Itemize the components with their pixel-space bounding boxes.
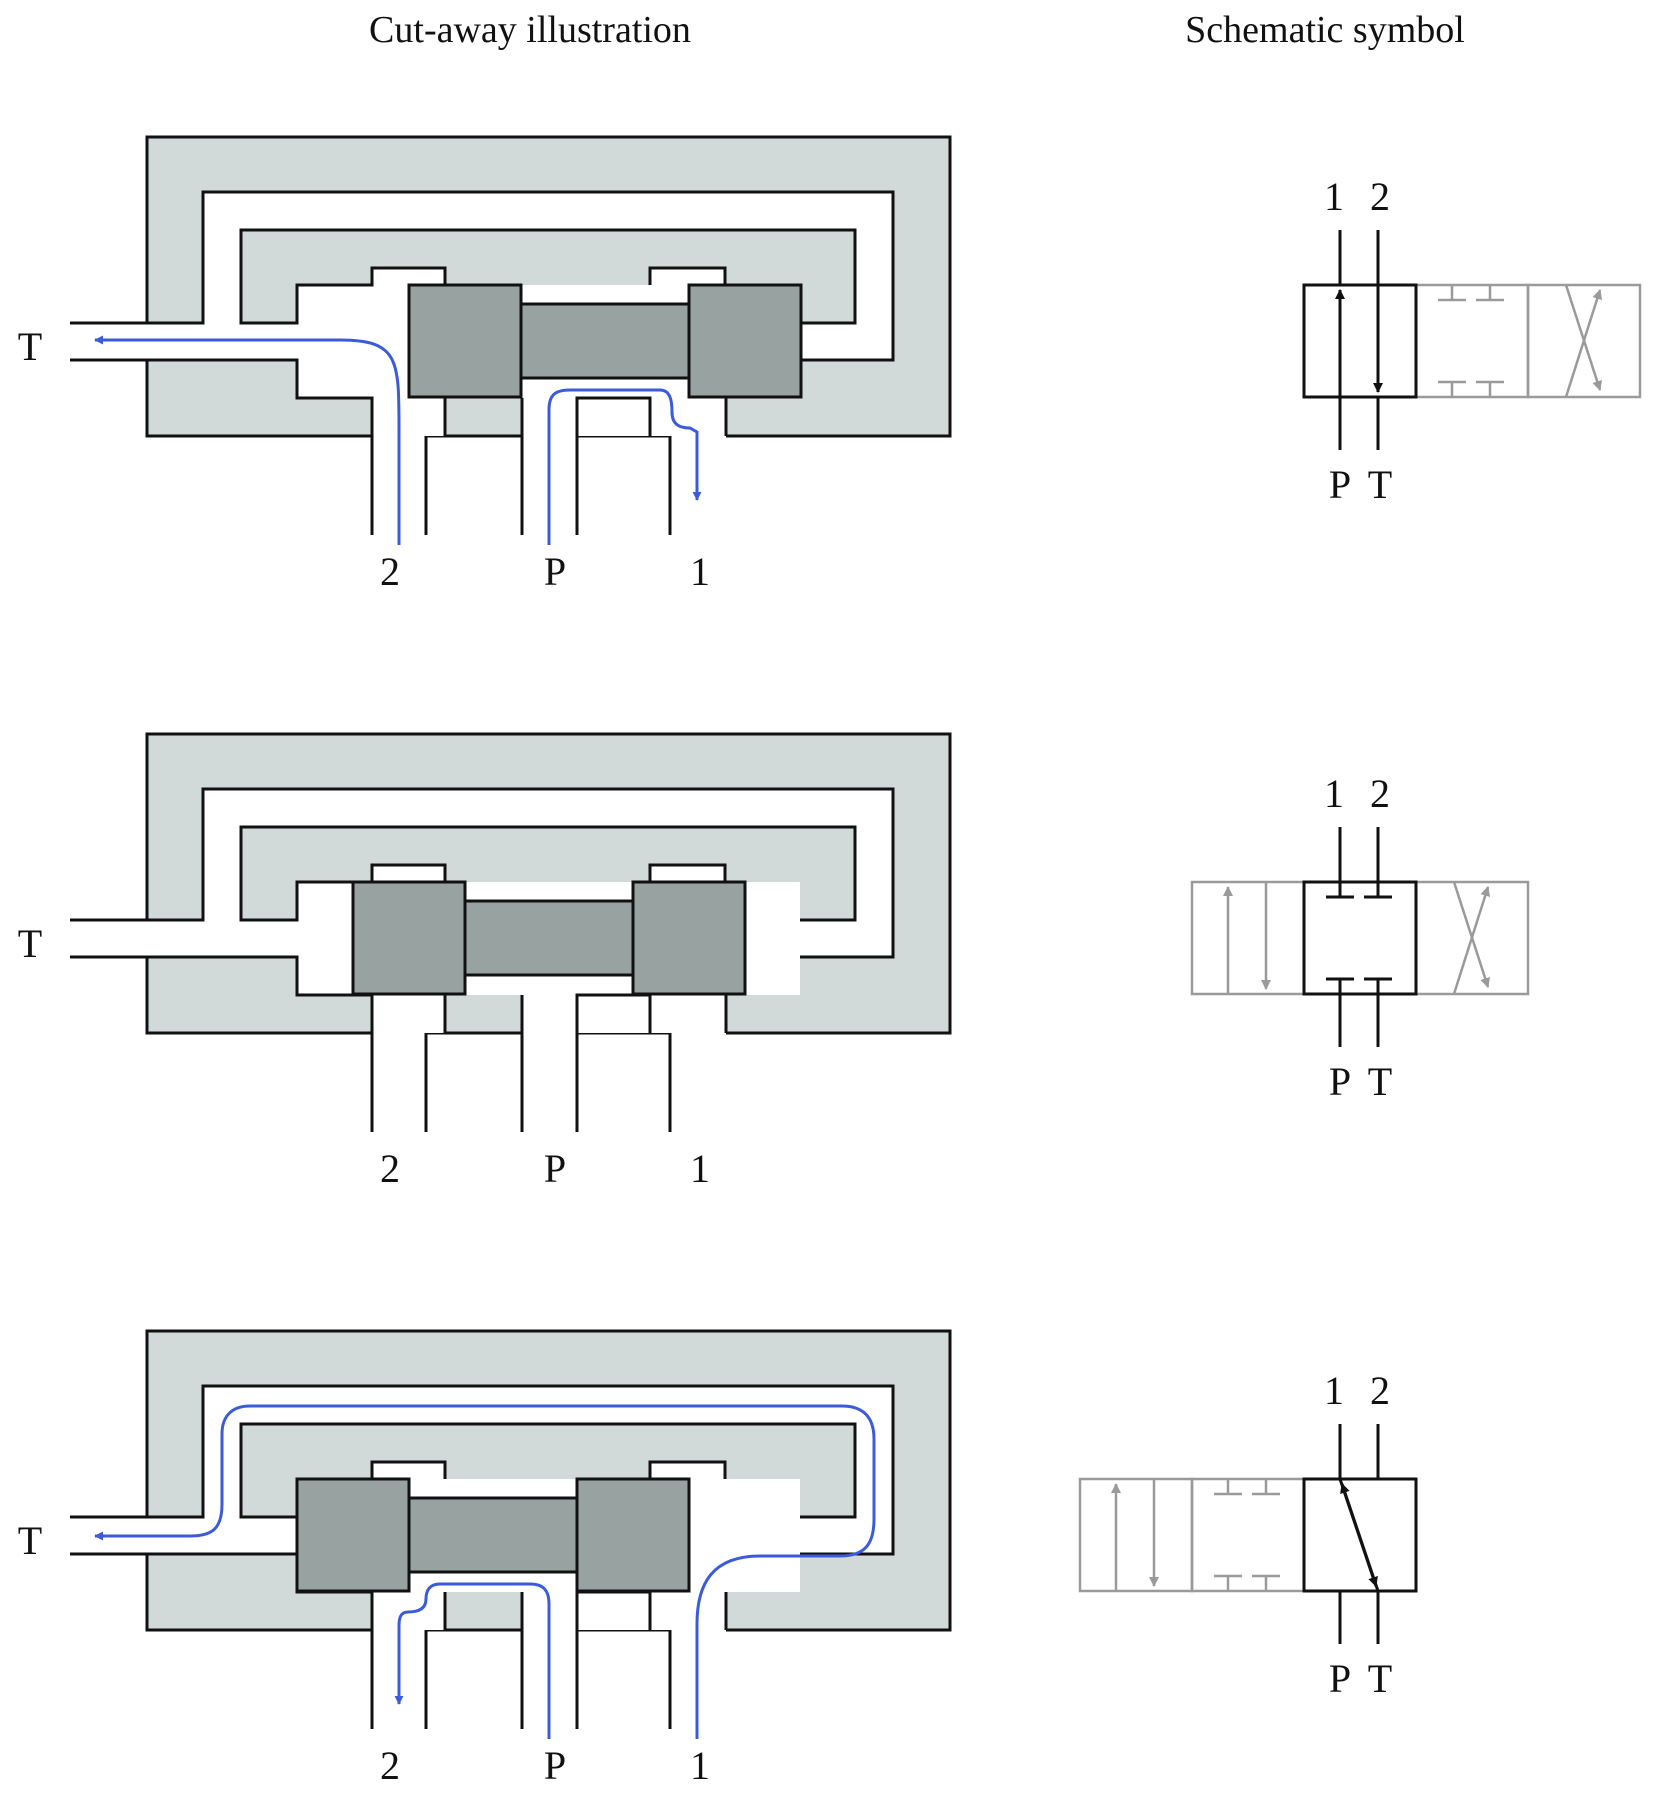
port-label-1: 1	[690, 1146, 710, 1191]
schematic-port-t: T	[1368, 1059, 1392, 1104]
schematic-symbol: 1 2 P T	[1078, 1368, 1418, 1701]
passage-outline	[147, 787, 895, 959]
port-label-p: P	[544, 549, 566, 594]
passage-outline	[648, 266, 727, 285]
schematic-port-1: 1	[1324, 174, 1344, 219]
port-label-t: T	[18, 324, 42, 369]
panel-left-position: T 2 P 1 1 2 P T	[18, 135, 1642, 594]
envelope-active	[1302, 230, 1418, 450]
passage-outline	[239, 228, 857, 325]
valve-cutaway: T 2 P 1	[18, 1329, 952, 1788]
spool-land-left	[295, 1477, 411, 1593]
schematic-heading: Schematic symbol	[1185, 9, 1465, 51]
flow-arrow-1-to-t	[95, 1404, 876, 1739]
flow-arrow-p-to-1	[547, 388, 697, 545]
port-label-2: 2	[380, 549, 400, 594]
schematic-port-p: P	[1329, 1656, 1351, 1701]
panel-right-position: T 2 P 1 1 2 P T	[18, 1329, 1418, 1788]
cutaway-heading: Cut-away illustration	[369, 9, 691, 51]
passage-outline	[147, 1384, 895, 1556]
valve-cutaway: T 2 P 1	[18, 732, 952, 1191]
port-label-1: 1	[690, 1743, 710, 1788]
spool	[351, 880, 747, 996]
schematic-port-2: 2	[1370, 174, 1390, 219]
flow-paths	[95, 340, 697, 545]
passage-outline	[575, 993, 652, 1132]
envelope-active	[1302, 827, 1418, 1047]
schematic-port-2: 2	[1370, 1368, 1390, 1413]
envelope-inactive	[1190, 880, 1530, 996]
schematic-symbol: 1 2 P T	[1190, 771, 1530, 1104]
spool	[407, 283, 803, 399]
envelope-inactive	[1414, 283, 1642, 399]
passage-outline	[239, 825, 857, 922]
schematic-port-t: T	[1368, 1656, 1392, 1701]
passage-outline	[575, 396, 652, 535]
schematic-symbol: 1 2 P T	[1302, 174, 1642, 507]
flow-arrow-2-to-t	[95, 340, 401, 545]
port-label-p: P	[544, 1146, 566, 1191]
spool-rod	[519, 302, 693, 380]
port-label-1: 1	[690, 549, 710, 594]
schematic-port-1: 1	[1324, 771, 1344, 816]
port-label-t: T	[18, 1518, 42, 1563]
schematic-port-p: P	[1329, 462, 1351, 507]
schematic-port-t: T	[1368, 462, 1392, 507]
passage-outline	[648, 863, 727, 882]
valve-cutaway: T 2 P 1	[18, 135, 952, 594]
spool-land-right	[631, 880, 747, 996]
passage-outline	[147, 955, 374, 1132]
port-label-p: P	[544, 1743, 566, 1788]
envelope-active	[1302, 1424, 1418, 1644]
envelope-inactive	[1078, 1477, 1306, 1593]
schematic-port-p: P	[1329, 1059, 1351, 1104]
flow-arrow-p-to-2	[399, 1582, 551, 1739]
port-label-2: 2	[380, 1146, 400, 1191]
port-label-2: 2	[380, 1743, 400, 1788]
schematic-port-1: 1	[1324, 1368, 1344, 1413]
spool-land-right	[687, 283, 803, 399]
flow-paths	[95, 1404, 876, 1739]
spool-rod	[463, 899, 637, 977]
passage-outline	[648, 1460, 727, 1479]
spool-land-left	[351, 880, 467, 996]
schematic-port-2: 2	[1370, 771, 1390, 816]
spool-rod	[407, 1496, 581, 1574]
panel-center-position: T 2 P 1 1 2 P T	[18, 732, 1530, 1191]
spool	[295, 1477, 691, 1593]
spool-land-right	[575, 1477, 691, 1593]
passage-outline	[147, 358, 374, 535]
spool-land-left	[407, 283, 523, 399]
port-label-t: T	[18, 921, 42, 966]
passage-outline	[147, 190, 895, 362]
